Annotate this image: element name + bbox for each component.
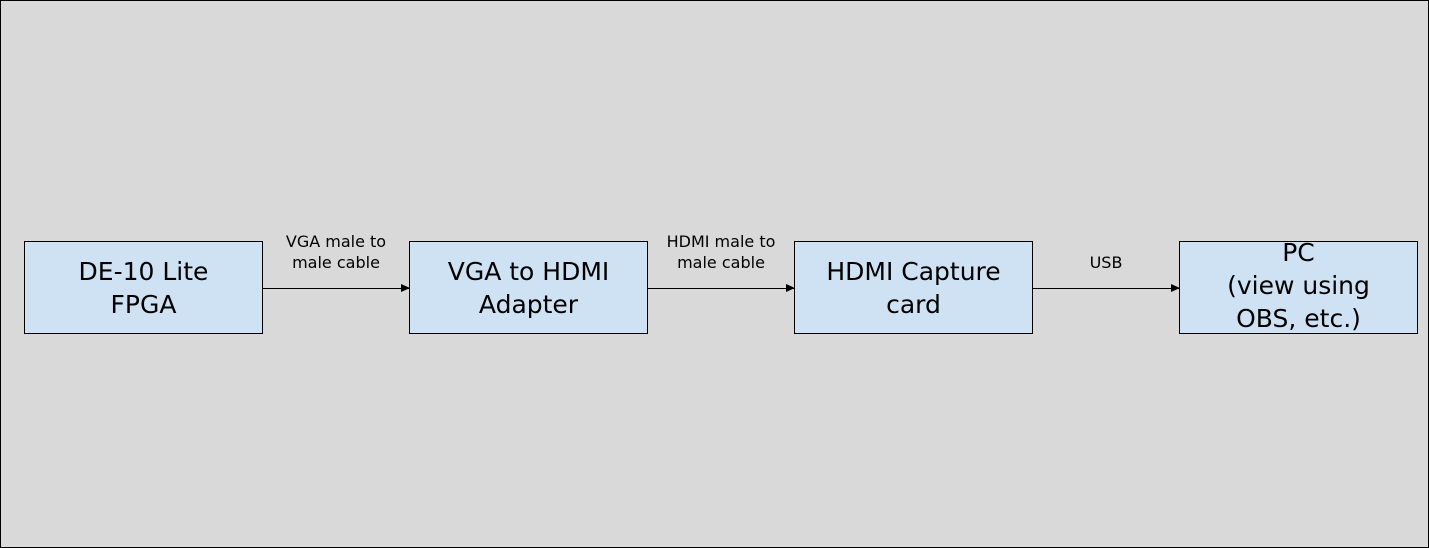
node-pc: PC (view using OBS, etc.) [1179, 241, 1418, 334]
node-hdmi-capture-card: HDMI Capture card [794, 241, 1033, 334]
arrow-adapter-to-capture [648, 284, 795, 292]
node-label: HDMI Capture card [826, 256, 1001, 319]
node-vga-to-hdmi-adapter: VGA to HDMI Adapter [409, 241, 648, 334]
node-de10-lite-fpga: DE-10 Lite FPGA [24, 241, 263, 334]
arrow-de10-to-adapter [263, 284, 410, 292]
edge-label-vga-cable: VGA male to male cable [285, 232, 387, 272]
edge-label-usb: USB [1089, 253, 1123, 272]
node-label: PC (view using OBS, etc.) [1227, 241, 1370, 333]
arrow-capture-to-pc [1033, 284, 1180, 292]
node-label: VGA to HDMI Adapter [447, 256, 610, 319]
edge-label-hdmi-cable: HDMI male to male cable [666, 232, 776, 272]
node-label: DE-10 Lite FPGA [78, 256, 209, 319]
